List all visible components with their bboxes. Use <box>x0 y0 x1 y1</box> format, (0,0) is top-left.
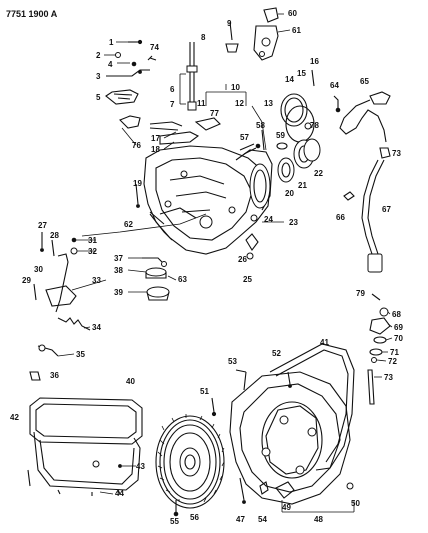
callout-17: 17 <box>151 134 160 143</box>
callout-58: 58 <box>256 121 265 130</box>
callout-33: 33 <box>92 276 101 285</box>
callout-62: 62 <box>124 220 133 229</box>
callout-63: 63 <box>178 275 187 284</box>
callout-68: 68 <box>392 310 401 319</box>
torque-converter <box>155 397 225 517</box>
callout-42: 42 <box>10 413 19 422</box>
callout-10: 10 <box>231 83 240 92</box>
callout-11: 11 <box>197 99 206 108</box>
callout-69: 69 <box>394 323 403 332</box>
callout-77: 77 <box>210 109 219 118</box>
callout-4: 4 <box>108 60 113 69</box>
callout-labels: 1 2 3 4 5 6 7 8 9 10 11 12 13 14 15 16 1… <box>10 9 403 526</box>
callout-50: 50 <box>351 499 360 508</box>
callout-59: 59 <box>276 131 285 140</box>
shift-control-parts <box>104 7 279 145</box>
callout-67: 67 <box>382 205 391 214</box>
callout-39: 39 <box>114 288 123 297</box>
callout-27: 27 <box>38 221 47 230</box>
callout-52: 52 <box>272 349 281 358</box>
callout-28: 28 <box>50 231 59 240</box>
callout-54: 54 <box>258 515 267 524</box>
callout-71: 71 <box>390 348 399 357</box>
callout-79: 79 <box>356 289 365 298</box>
callout-24: 24 <box>264 215 273 224</box>
callout-15: 15 <box>297 69 306 78</box>
callout-40: 40 <box>126 377 135 386</box>
callout-13: 13 <box>264 99 273 108</box>
callout-76: 76 <box>132 141 141 150</box>
callout-47: 47 <box>236 515 245 524</box>
callout-56: 56 <box>190 513 199 522</box>
callout-78: 78 <box>310 121 319 130</box>
callout-29: 29 <box>22 276 31 285</box>
callout-16: 16 <box>310 57 319 66</box>
callout-21: 21 <box>298 181 307 190</box>
callout-6: 6 <box>170 85 175 94</box>
callout-65: 65 <box>360 77 369 86</box>
callout-72: 72 <box>388 357 397 366</box>
callout-5: 5 <box>96 93 101 102</box>
callout-25: 25 <box>243 275 252 284</box>
callout-31: 31 <box>88 236 97 245</box>
callout-73-sensor: 73 <box>392 149 401 158</box>
callout-1: 1 <box>109 38 114 47</box>
callout-18: 18 <box>151 145 160 154</box>
callout-73-bolt: 73 <box>384 373 393 382</box>
callout-9: 9 <box>227 19 232 28</box>
callout-57: 57 <box>240 133 249 142</box>
callout-61: 61 <box>292 26 301 35</box>
leader-lines <box>179 73 355 513</box>
diagram-number: 7751 1900 A <box>6 9 58 19</box>
callout-53: 53 <box>228 357 237 366</box>
callout-12: 12 <box>235 99 244 108</box>
callout-36: 36 <box>50 371 59 380</box>
callout-70: 70 <box>394 334 403 343</box>
callout-38: 38 <box>114 266 123 275</box>
callout-41: 41 <box>320 338 329 347</box>
callout-51: 51 <box>200 387 209 396</box>
callout-49: 49 <box>282 503 291 512</box>
converter-housing <box>229 343 375 505</box>
callout-74: 74 <box>150 43 159 52</box>
callout-3: 3 <box>96 72 101 81</box>
speedometer-cable-parts <box>333 91 391 363</box>
seal-and-bearing-parts <box>245 69 321 260</box>
callout-2: 2 <box>96 51 101 60</box>
leader-lines-left <box>81 213 207 237</box>
callout-35: 35 <box>76 350 85 359</box>
callout-37: 37 <box>114 254 123 263</box>
callout-44: 44 <box>115 489 124 498</box>
callout-7: 7 <box>170 100 175 109</box>
callout-60: 60 <box>288 9 297 18</box>
callout-8: 8 <box>201 33 206 42</box>
callout-20: 20 <box>285 189 294 198</box>
callout-19: 19 <box>133 179 142 188</box>
oil-pan <box>27 397 143 496</box>
callout-26: 26 <box>238 255 247 264</box>
callout-55: 55 <box>170 517 179 526</box>
callout-34: 34 <box>92 323 101 332</box>
callout-66: 66 <box>336 213 345 222</box>
callout-43: 43 <box>136 462 145 471</box>
callout-23: 23 <box>289 218 298 227</box>
transaxle-case <box>143 129 273 255</box>
callout-48: 48 <box>314 515 323 524</box>
callout-30: 30 <box>34 265 43 274</box>
callout-22: 22 <box>314 169 323 178</box>
label-leaders <box>57 13 393 495</box>
callout-32: 32 <box>88 247 97 256</box>
callout-14: 14 <box>285 75 294 84</box>
callout-64: 64 <box>330 81 339 90</box>
